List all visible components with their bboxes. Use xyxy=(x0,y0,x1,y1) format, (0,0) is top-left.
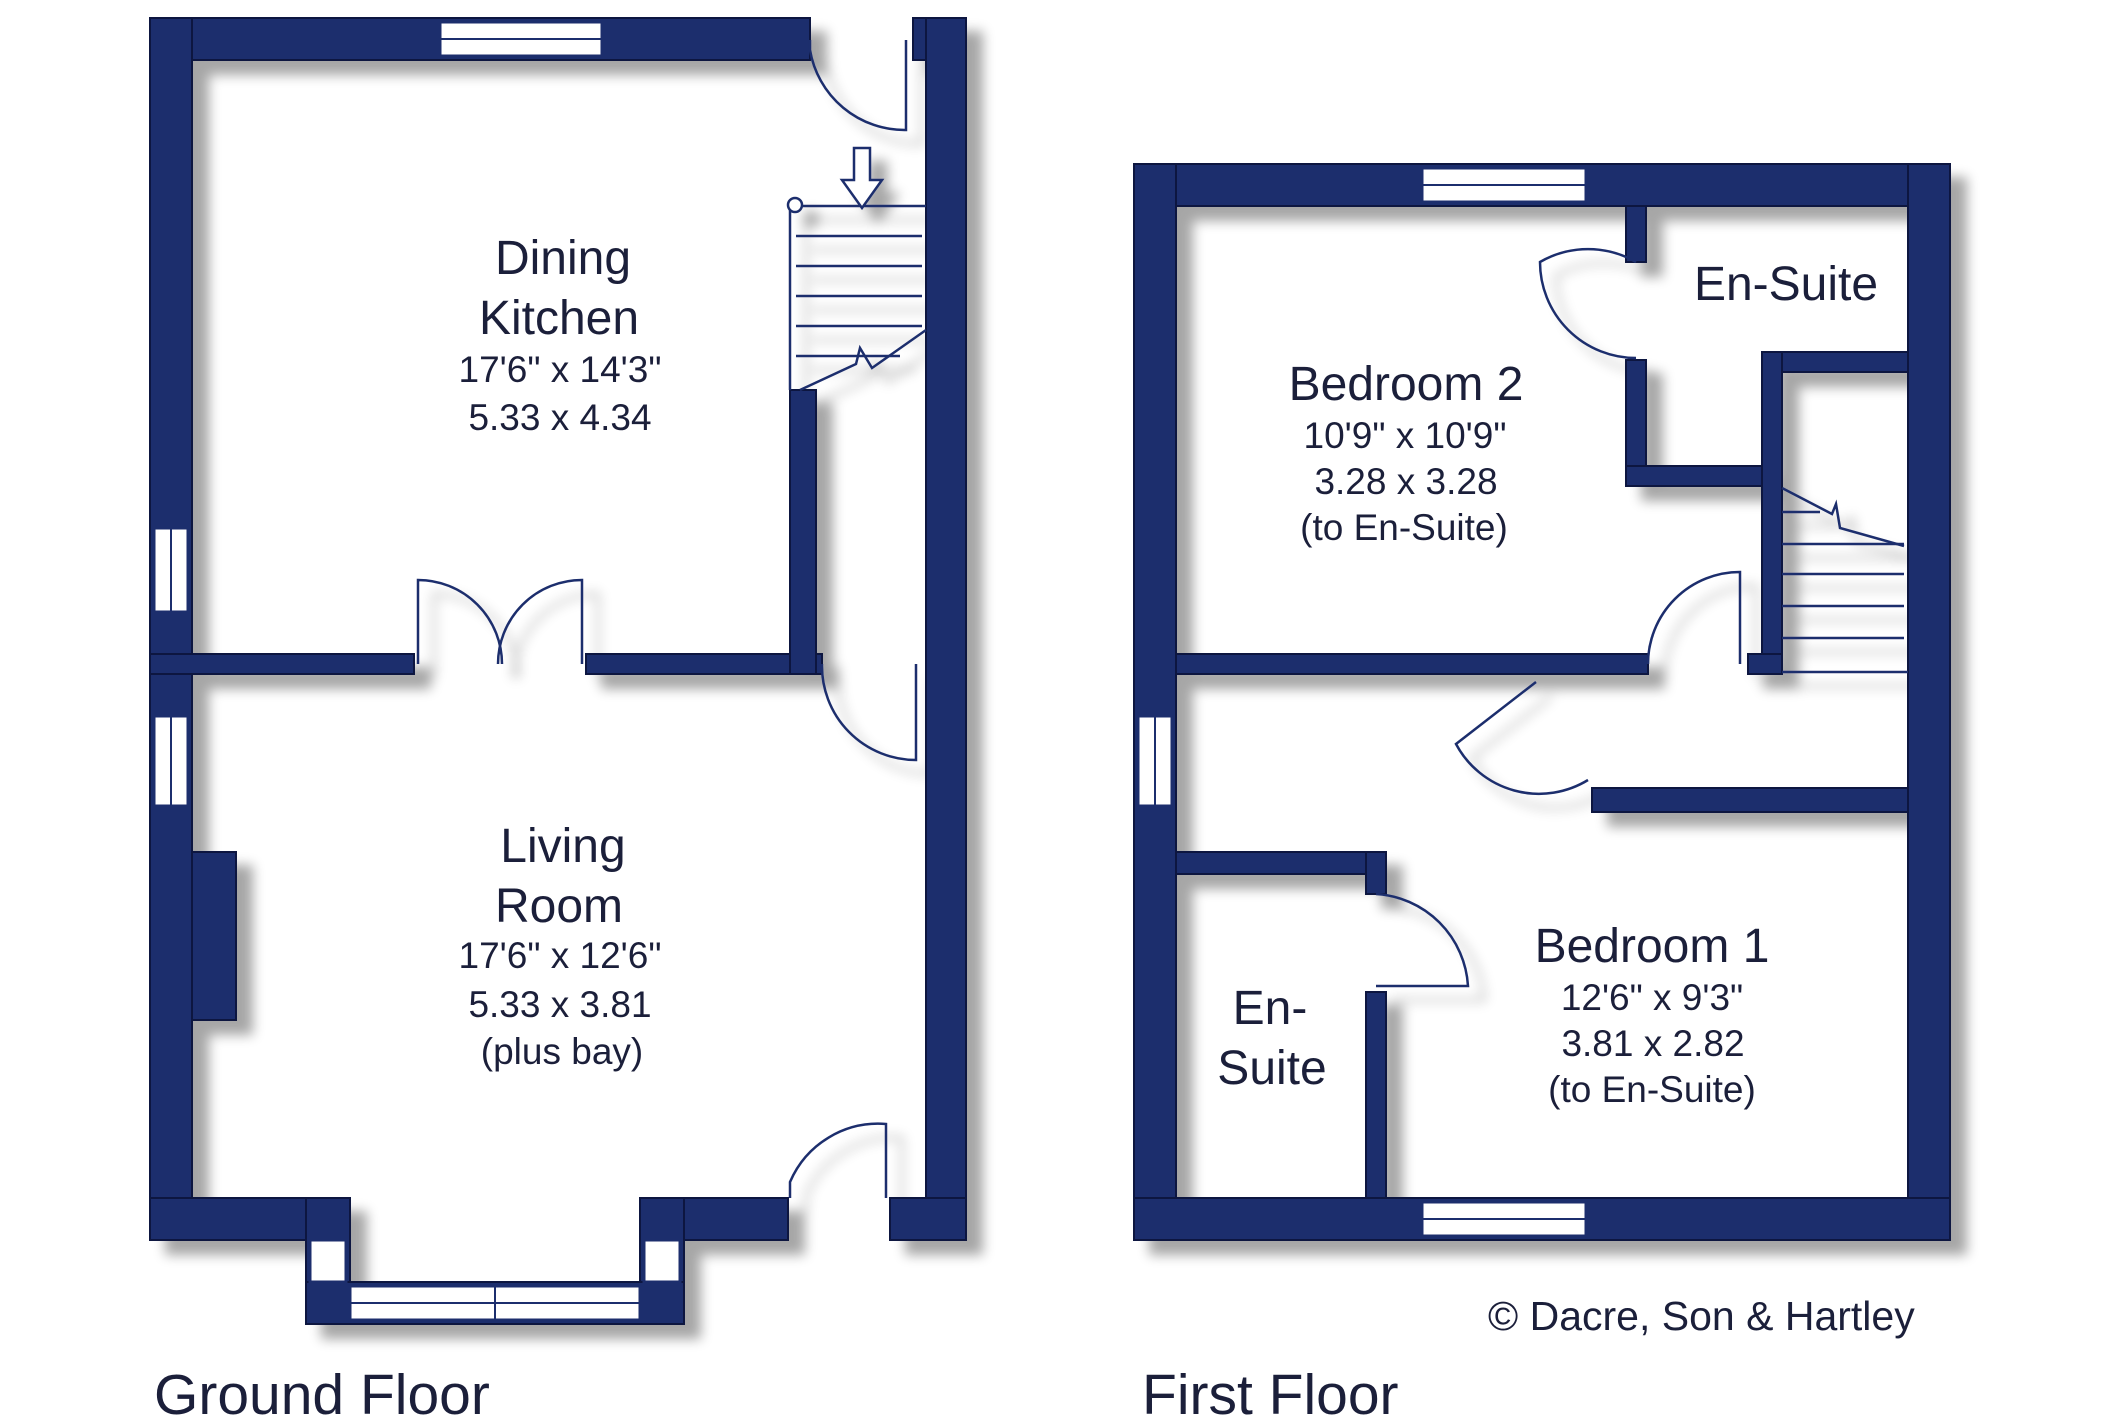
ground-floor-plan xyxy=(149,17,967,1325)
living-room-dimensions-metric: 5.33 x 3.81 xyxy=(468,984,651,1025)
bedroom-1-dimensions-imperial: 12'6" x 9'3" xyxy=(1561,977,1743,1018)
wall xyxy=(1761,351,1909,373)
staircase xyxy=(1781,486,1908,674)
bedroom-2-door xyxy=(1646,570,1742,665)
ground-floor-title: Ground Floor xyxy=(154,1363,490,1417)
bedroom-1-note: (to En-Suite) xyxy=(1548,1069,1756,1110)
wall xyxy=(149,653,415,675)
wall xyxy=(1747,653,1783,675)
ensuite-top-name: En-Suite xyxy=(1694,258,1878,311)
living-room-name-line1: Living xyxy=(500,820,625,873)
bay-window xyxy=(308,1238,348,1284)
wall xyxy=(925,17,967,1241)
living-room-name-line2: Room xyxy=(495,880,623,933)
french-door-left xyxy=(416,578,504,665)
back-door xyxy=(808,40,908,132)
hall-door xyxy=(820,663,918,762)
wall xyxy=(149,17,193,1241)
bedroom-2-name: Bedroom 2 xyxy=(1289,358,1524,411)
living-room-dimensions-imperial: 17'6" x 12'6" xyxy=(459,935,662,976)
living-room-note: (plus bay) xyxy=(481,1031,643,1072)
first-floor-plan xyxy=(1133,163,1951,1241)
wall xyxy=(585,653,823,675)
dining-kitchen-dimensions-metric: 5.33 x 4.34 xyxy=(468,397,651,438)
bedroom-2-dimensions-imperial: 10'9" x 10'9" xyxy=(1304,415,1507,456)
dining-kitchen-dimensions-imperial: 17'6" x 14'3" xyxy=(459,349,662,390)
wall xyxy=(1365,991,1387,1199)
dining-kitchen-name-line1: Dining xyxy=(495,232,631,285)
staircase xyxy=(786,146,927,392)
copyright-notice: © Dacre, Son & Hartley xyxy=(1488,1293,1915,1339)
bedroom-2-dimensions-metric: 3.28 x 3.28 xyxy=(1314,461,1497,502)
wall xyxy=(1625,205,1647,263)
wall xyxy=(1761,351,1783,673)
wall xyxy=(1591,787,1909,813)
wall xyxy=(1365,851,1387,895)
bedroom-1-dimensions-metric: 3.81 x 2.82 xyxy=(1561,1023,1744,1064)
wall xyxy=(1133,163,1177,1241)
dining-kitchen-name-line2: Kitchen xyxy=(479,292,639,345)
wall xyxy=(889,1197,967,1241)
wall xyxy=(1175,851,1387,875)
bedroom-1-door xyxy=(1454,681,1589,796)
wall xyxy=(1907,163,1951,1241)
wall xyxy=(1175,653,1649,675)
french-door-right xyxy=(496,578,584,665)
chimney-breast xyxy=(191,851,237,1021)
wall xyxy=(1625,465,1765,487)
ensuite-door-top xyxy=(1538,247,1637,360)
front-door xyxy=(788,1122,888,1198)
wall xyxy=(789,389,817,675)
bay-window xyxy=(642,1238,682,1284)
ensuite-door-bottom xyxy=(1375,892,1470,988)
bedroom-1-name: Bedroom 1 xyxy=(1535,920,1770,973)
bedroom-2-note: (to En-Suite) xyxy=(1300,507,1508,548)
ensuite-bottom-name-line2: Suite xyxy=(1217,1042,1326,1095)
first-floor-title: First Floor xyxy=(1142,1363,1399,1417)
ensuite-bottom-name-line1: En- xyxy=(1233,982,1308,1035)
